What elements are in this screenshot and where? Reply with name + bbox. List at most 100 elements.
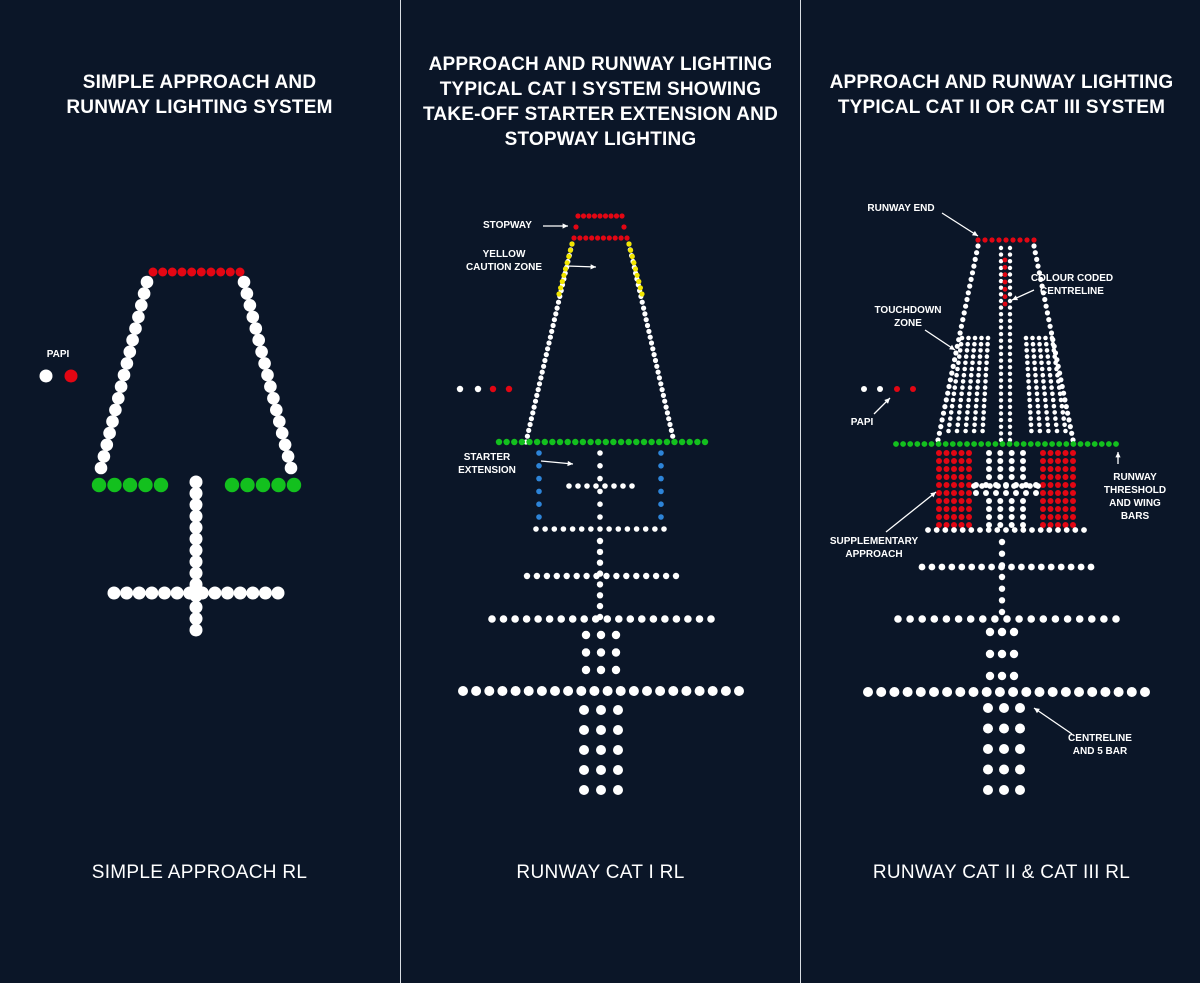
supplementary-approach-light [1062, 474, 1069, 480]
threshold-light [271, 477, 286, 493]
stopway-light [624, 235, 630, 241]
approach-centreline-light [983, 490, 989, 496]
approach-centreline-light [998, 573, 1006, 581]
supplementary-approach-light [966, 482, 972, 488]
runway-edge-light [246, 310, 260, 324]
papi-light [39, 369, 53, 383]
supplementary-approach-light [966, 514, 972, 520]
runway-edge-light [659, 387, 665, 393]
approach-centreline-light [983, 785, 993, 795]
threshold-light [928, 441, 935, 447]
threshold-light [224, 477, 240, 493]
crossbar-light [977, 527, 983, 533]
approach-crossbar-light [1008, 687, 1019, 697]
touchdown-zone-light [1034, 391, 1040, 397]
approach-centreline-light [997, 474, 1004, 480]
runway-edge-light [243, 299, 257, 312]
touchdown-zone-light [1058, 397, 1064, 403]
threshold-light [957, 441, 963, 447]
approach-centreline-light [596, 765, 606, 775]
approach-crossbar-light [720, 686, 731, 696]
touchdown-zone-light [977, 360, 982, 366]
touchdown-zone-light [963, 360, 968, 366]
approach-crossbar-light [998, 563, 1005, 571]
runway-edge-light [132, 310, 145, 324]
threshold-light [900, 441, 906, 447]
touchdown-zone-light [1029, 428, 1034, 434]
papi-light [877, 386, 883, 392]
approach-centreline-light [983, 744, 993, 754]
runway-edge-light [541, 363, 547, 369]
threshold-light [1006, 441, 1013, 447]
centreline-light [998, 398, 1004, 403]
approach-centreline-light [579, 705, 589, 715]
crossbar-light [588, 526, 594, 532]
touchdown-zone-light [954, 372, 959, 378]
runway-edge-light [535, 387, 541, 393]
approach-crossbar-light [145, 586, 159, 600]
touchdown-zone-light [968, 372, 974, 378]
caution-zone-light [556, 291, 562, 297]
approach-crossbar-light [615, 686, 626, 696]
approach-crossbar-light [668, 686, 679, 696]
runway-end-light [1017, 237, 1023, 243]
runway-edge-light [965, 290, 971, 296]
approach-centreline-light [997, 466, 1004, 472]
supplementary-approach-light [958, 474, 965, 480]
touchdown-zone-light [964, 416, 970, 421]
touchdown-zone-light [1030, 341, 1036, 347]
approach-crossbar-light [695, 615, 704, 623]
supplementary-approach-light [1047, 498, 1054, 504]
runway-edge-light [639, 299, 645, 305]
approach-crossbar-light [511, 615, 519, 623]
threshold-light [1013, 441, 1020, 447]
touchdown-zone-light [977, 354, 983, 359]
crossbar-light [551, 526, 558, 532]
runway-edge-light [942, 404, 948, 410]
approach-centreline-light [611, 648, 621, 657]
runway-edge-light [135, 299, 148, 312]
runway-edge-light [1048, 330, 1055, 336]
supplementary-approach-light [951, 498, 957, 504]
approach-centreline-light [581, 665, 591, 675]
approach-centreline-light [189, 600, 203, 614]
approach-crossbar-light [488, 615, 496, 623]
runway-edge-light [1035, 263, 1041, 269]
colour-coded-centreline-light [1002, 257, 1008, 263]
supplementary-approach-light [1047, 506, 1054, 512]
runway-edge-light [103, 426, 116, 440]
approach-centreline-light [596, 665, 606, 675]
touchdown-zone-light [1053, 422, 1059, 428]
runway-edge-light [531, 404, 537, 410]
crossbar-light [1081, 527, 1087, 533]
supplementary-approach-light [1062, 450, 1069, 456]
touchdown-zone-light [975, 385, 980, 390]
runway-edge-light [670, 433, 676, 439]
approach-centreline-light [596, 592, 604, 599]
touchdown-zone-light [972, 422, 977, 428]
threshold-light [1042, 441, 1048, 447]
touchdown-zone-light [1027, 403, 1033, 409]
approach-crossbar-light [183, 586, 197, 600]
runway-edge-light [270, 403, 283, 417]
approach-centreline-light [1003, 490, 1009, 496]
papi-light [861, 386, 867, 392]
supplementary-approach-light [1055, 506, 1061, 512]
approach-centreline-light [189, 566, 203, 580]
runway-edge-light [123, 345, 137, 359]
approach-crossbar-light [158, 586, 171, 600]
crossbar-light [942, 527, 949, 533]
runway-end-light [216, 267, 226, 277]
centreline-light [1007, 331, 1013, 337]
threshold-light [107, 477, 122, 493]
approach-crossbar-light [1074, 687, 1084, 697]
centreline-light [597, 501, 603, 508]
approach-centreline-light [999, 723, 1009, 734]
touchdown-zone-light [960, 385, 965, 390]
touchdown-zone-light [946, 428, 951, 434]
approach-centreline-light [986, 514, 992, 520]
approach-centreline-light [997, 498, 1004, 504]
centreline-light [998, 391, 1004, 396]
runway-edge-light [275, 426, 289, 440]
starter-extension-light [658, 514, 664, 520]
